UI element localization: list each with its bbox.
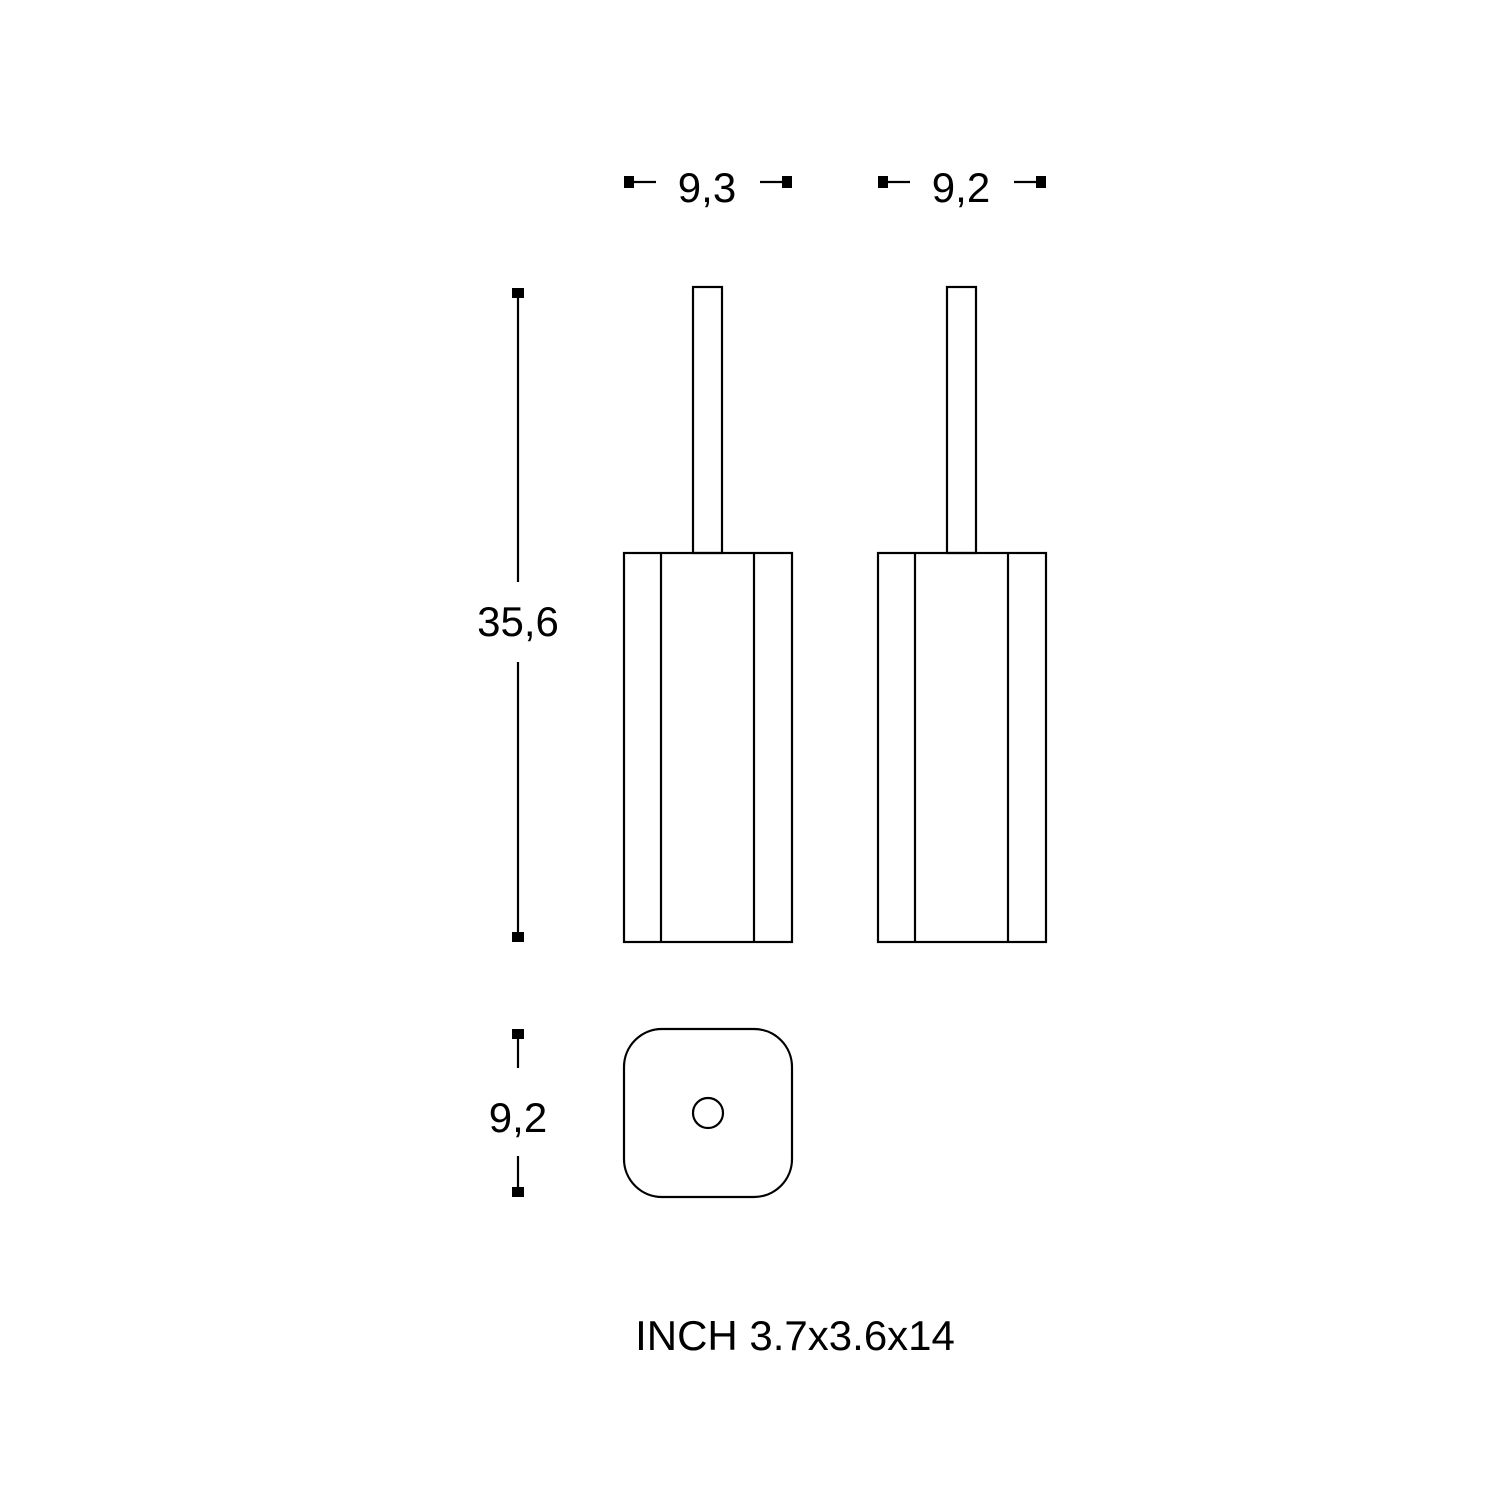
base-depth-top-tick [512,1029,524,1039]
side-width-label: 9,2 [932,164,990,211]
top-view [622,1027,794,1199]
inch-dimensions-label: INCH 3.7x3.6x14 [635,1312,955,1359]
top-view-base [622,1027,794,1199]
side-view-holder-body [876,551,1048,944]
front-view [622,285,794,944]
side-view [876,285,1048,944]
side-view-handle [945,285,978,555]
base-depth-dimension: 9,2 [489,1029,547,1197]
height-label: 35,6 [477,598,559,645]
front-width-dimension: 9,3 [624,164,792,211]
side-width-dimension: 9,2 [878,164,1046,211]
top-view-handle-hole [691,1096,725,1130]
height-top-tick [512,288,524,298]
front-width-label: 9,3 [678,164,736,211]
front-width-right-tick [782,176,792,188]
base-depth-label: 9,2 [489,1094,547,1141]
side-width-left-tick [878,176,888,188]
height-dimension: 35,6 [477,288,559,942]
base-depth-bottom-tick [512,1187,524,1197]
front-view-handle [691,285,724,555]
side-width-right-tick [1036,176,1046,188]
front-width-left-tick [624,176,634,188]
front-view-holder-body [622,551,794,944]
height-bottom-tick [512,932,524,942]
